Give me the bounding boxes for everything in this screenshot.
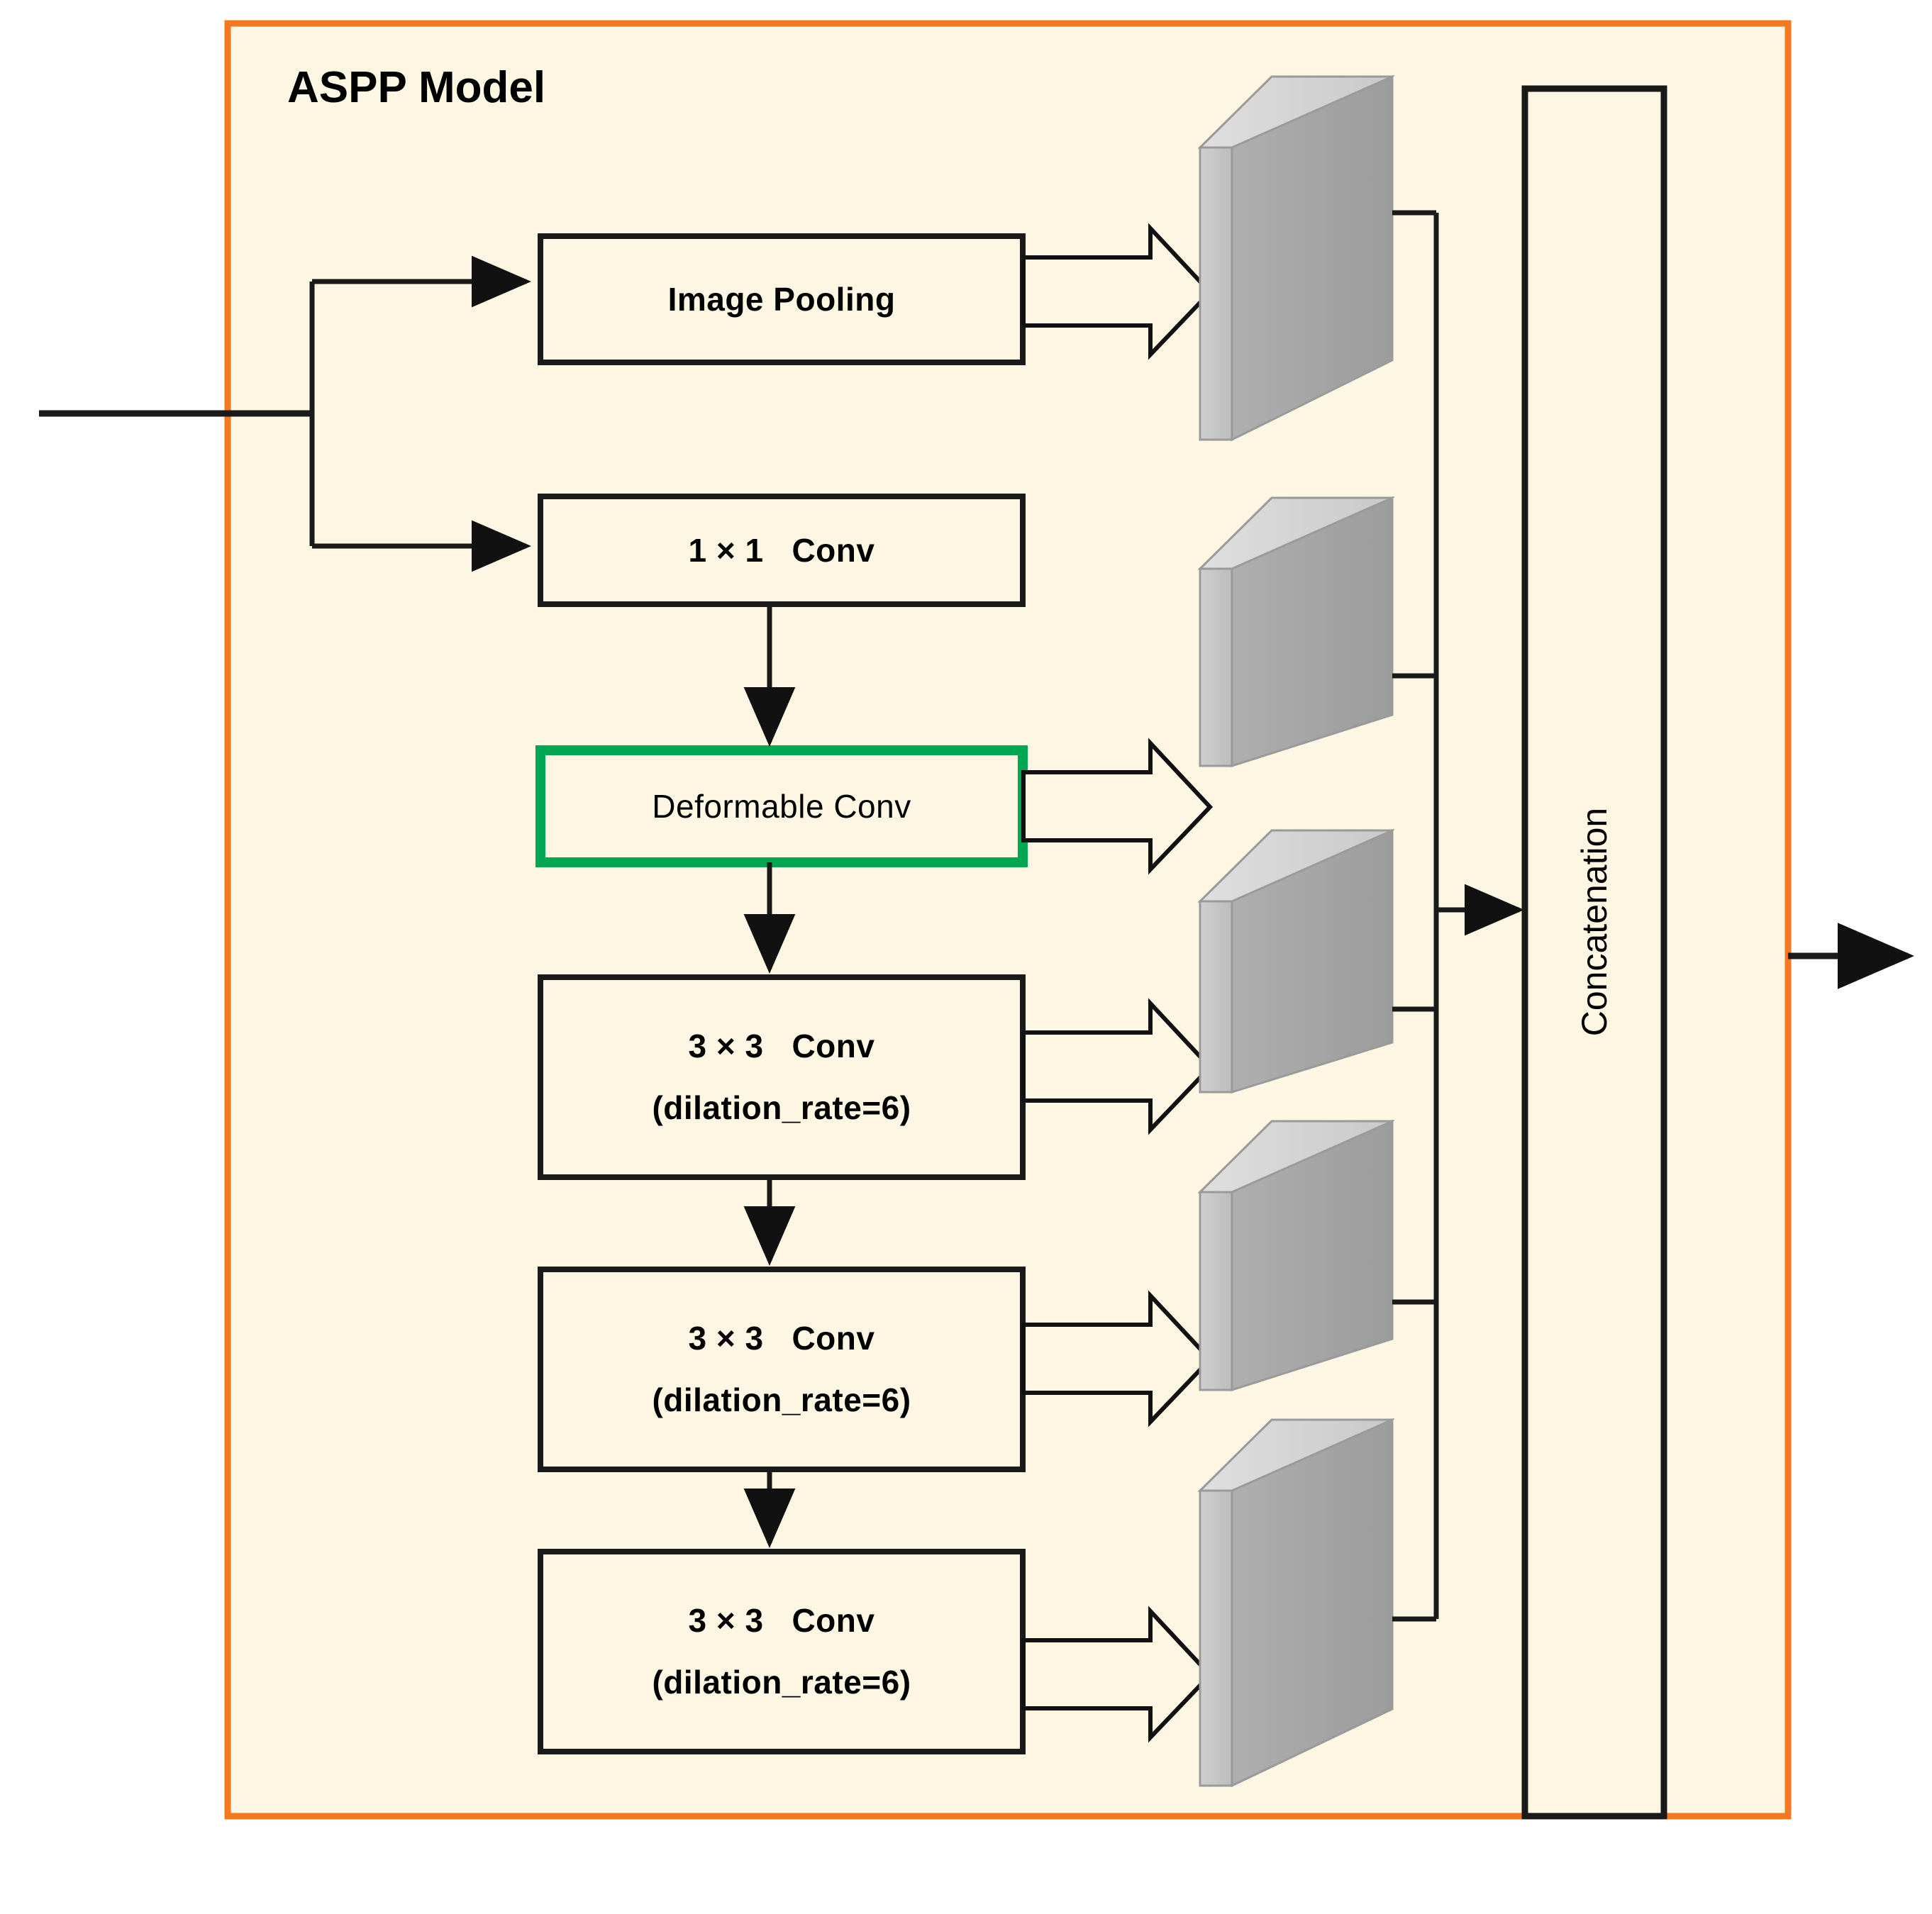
block-conv-1x1[interactable] bbox=[538, 494, 1026, 607]
block-arrow-1 bbox=[1021, 223, 1214, 360]
block-conv-3x3-b[interactable] bbox=[538, 1267, 1026, 1472]
block-image-pooling[interactable] bbox=[538, 233, 1026, 365]
block-arrow-5 bbox=[1021, 1606, 1214, 1743]
page-title: ASPP Model bbox=[287, 63, 546, 112]
concat-bus bbox=[1392, 210, 1524, 1622]
input-connector bbox=[39, 255, 531, 572]
block-arrow-group bbox=[1021, 223, 1214, 1743]
block-conv-3x3-c[interactable] bbox=[538, 1549, 1026, 1754]
feature-map-4 bbox=[1197, 1119, 1395, 1392]
block-arrow-3 bbox=[1021, 998, 1214, 1135]
concatenation-label: Concatenation bbox=[1575, 807, 1614, 1037]
block-arrow-2 bbox=[1021, 738, 1214, 875]
feature-map-2 bbox=[1197, 496, 1395, 768]
feature-map-1 bbox=[1197, 74, 1395, 442]
concatenation-label-wrap: Concatenation bbox=[1526, 794, 1662, 1050]
block-conv-3x3-a[interactable] bbox=[538, 974, 1026, 1180]
feature-map-3 bbox=[1197, 828, 1395, 1094]
block-deformable-conv[interactable] bbox=[535, 745, 1028, 867]
block-concatenation[interactable] bbox=[1521, 85, 1667, 1820]
feature-map-5 bbox=[1197, 1418, 1395, 1788]
block-arrow-4 bbox=[1021, 1290, 1214, 1428]
